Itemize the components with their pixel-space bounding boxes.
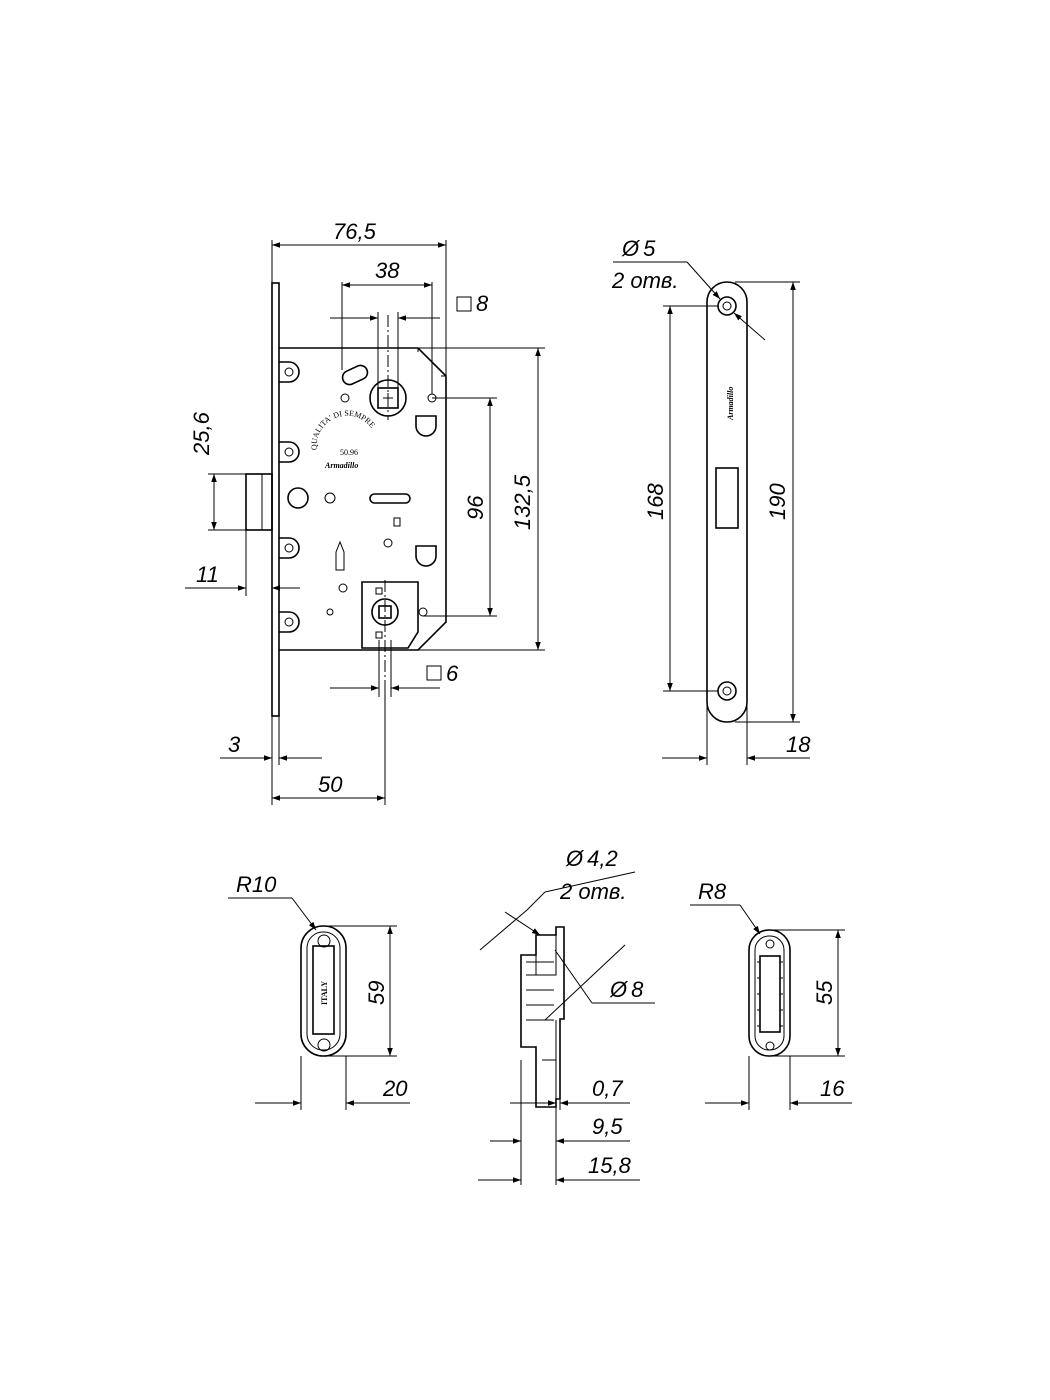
dim-spindle-square: 8 bbox=[476, 291, 489, 316]
dim-screw-count: 2 отв. bbox=[559, 879, 627, 904]
dim-lock-width: 76,5 bbox=[333, 219, 377, 244]
diameter-symbol-2: Ø bbox=[565, 846, 585, 871]
brand-seal: QUALITA' DI SEMPRE 50.96 Armadillo bbox=[310, 409, 377, 470]
dim-depth-mid: 9,5 bbox=[592, 1114, 623, 1139]
dim-hole-count: 2 отв. bbox=[611, 268, 679, 293]
spindle-square-hole bbox=[377, 387, 399, 409]
dim-strike-width: 20 bbox=[382, 1076, 408, 1101]
dim-handle-spacing: 38 bbox=[375, 258, 400, 283]
seal-number: 50.96 bbox=[340, 448, 358, 457]
dim-thumb-square: 6 bbox=[446, 661, 459, 686]
lock-body-view: QUALITA' DI SEMPRE 50.96 Armadillo bbox=[245, 282, 447, 717]
magnet-opening bbox=[759, 955, 781, 1033]
dim-depth-total: 15,8 bbox=[588, 1153, 632, 1178]
diameter-symbol: Ø bbox=[621, 236, 641, 261]
faceplate-brand: Armadillo bbox=[726, 387, 735, 421]
dim-head-diameter-value: 8 bbox=[631, 977, 644, 1002]
magnet-outline bbox=[748, 929, 791, 1057]
dim-screw-diameter-value: 4,2 bbox=[587, 846, 618, 871]
dim-magnet-width: 16 bbox=[820, 1076, 845, 1101]
dim-lock-height: 132,5 bbox=[510, 474, 535, 530]
lock-dimensions: 76,5 38 8 132,5 96 25,6 11 bbox=[185, 219, 545, 805]
faceplate-outline bbox=[706, 281, 748, 723]
lock-case bbox=[279, 347, 447, 651]
faceplate-hole-top bbox=[717, 296, 737, 316]
dim-magnet-height: 55 bbox=[812, 980, 837, 1005]
dim-hole-spacing: 168 bbox=[643, 483, 668, 520]
lock-faceplate bbox=[271, 282, 280, 717]
strike-plate-view: ITALY bbox=[300, 925, 347, 1057]
strike-opening bbox=[312, 945, 335, 1035]
strike-dimensions: R10 59 20 bbox=[228, 872, 410, 1110]
dim-faceplate-width: 18 bbox=[786, 732, 811, 757]
dim-faceplate-length: 190 bbox=[765, 483, 790, 520]
faceplate-view: Armadillo bbox=[706, 281, 748, 723]
strike-marking: ITALY bbox=[320, 981, 329, 1005]
dim-magnet-radius: R8 bbox=[698, 879, 727, 904]
magnet-dimensions: R8 55 16 bbox=[690, 879, 852, 1110]
brand-mark: Armadillo bbox=[324, 461, 358, 470]
dim-strike-height: 59 bbox=[364, 981, 389, 1005]
dim-backset: 50 bbox=[318, 772, 343, 797]
dim-depth-small: 0,7 bbox=[592, 1076, 623, 1101]
dim-hole-diameter-value: 5 bbox=[643, 236, 656, 261]
diameter-symbol-3: Ø bbox=[609, 977, 629, 1002]
dim-faceplate-thickness: 3 bbox=[228, 732, 241, 757]
dim-handle-to-lock: 96 bbox=[463, 495, 488, 520]
thumb-turn-housing bbox=[361, 581, 419, 649]
fixing-lugs bbox=[279, 361, 300, 633]
strike-outline bbox=[300, 925, 347, 1057]
latch-bolt bbox=[245, 473, 273, 531]
strike-section-view bbox=[520, 926, 565, 1108]
magnet-plate-view bbox=[748, 929, 791, 1057]
svg-text:QUALITA' DI SEMPRE: QUALITA' DI SEMPRE bbox=[310, 409, 377, 451]
faceplate-latch-opening bbox=[715, 467, 739, 529]
seal-text: QUALITA' DI SEMPRE bbox=[310, 409, 377, 451]
faceplate-hole-bottom bbox=[717, 681, 737, 701]
dim-strike-radius: R10 bbox=[236, 872, 277, 897]
dim-latch-projection: 11 bbox=[196, 562, 219, 587]
dim-latch-height: 25,6 bbox=[189, 411, 214, 456]
